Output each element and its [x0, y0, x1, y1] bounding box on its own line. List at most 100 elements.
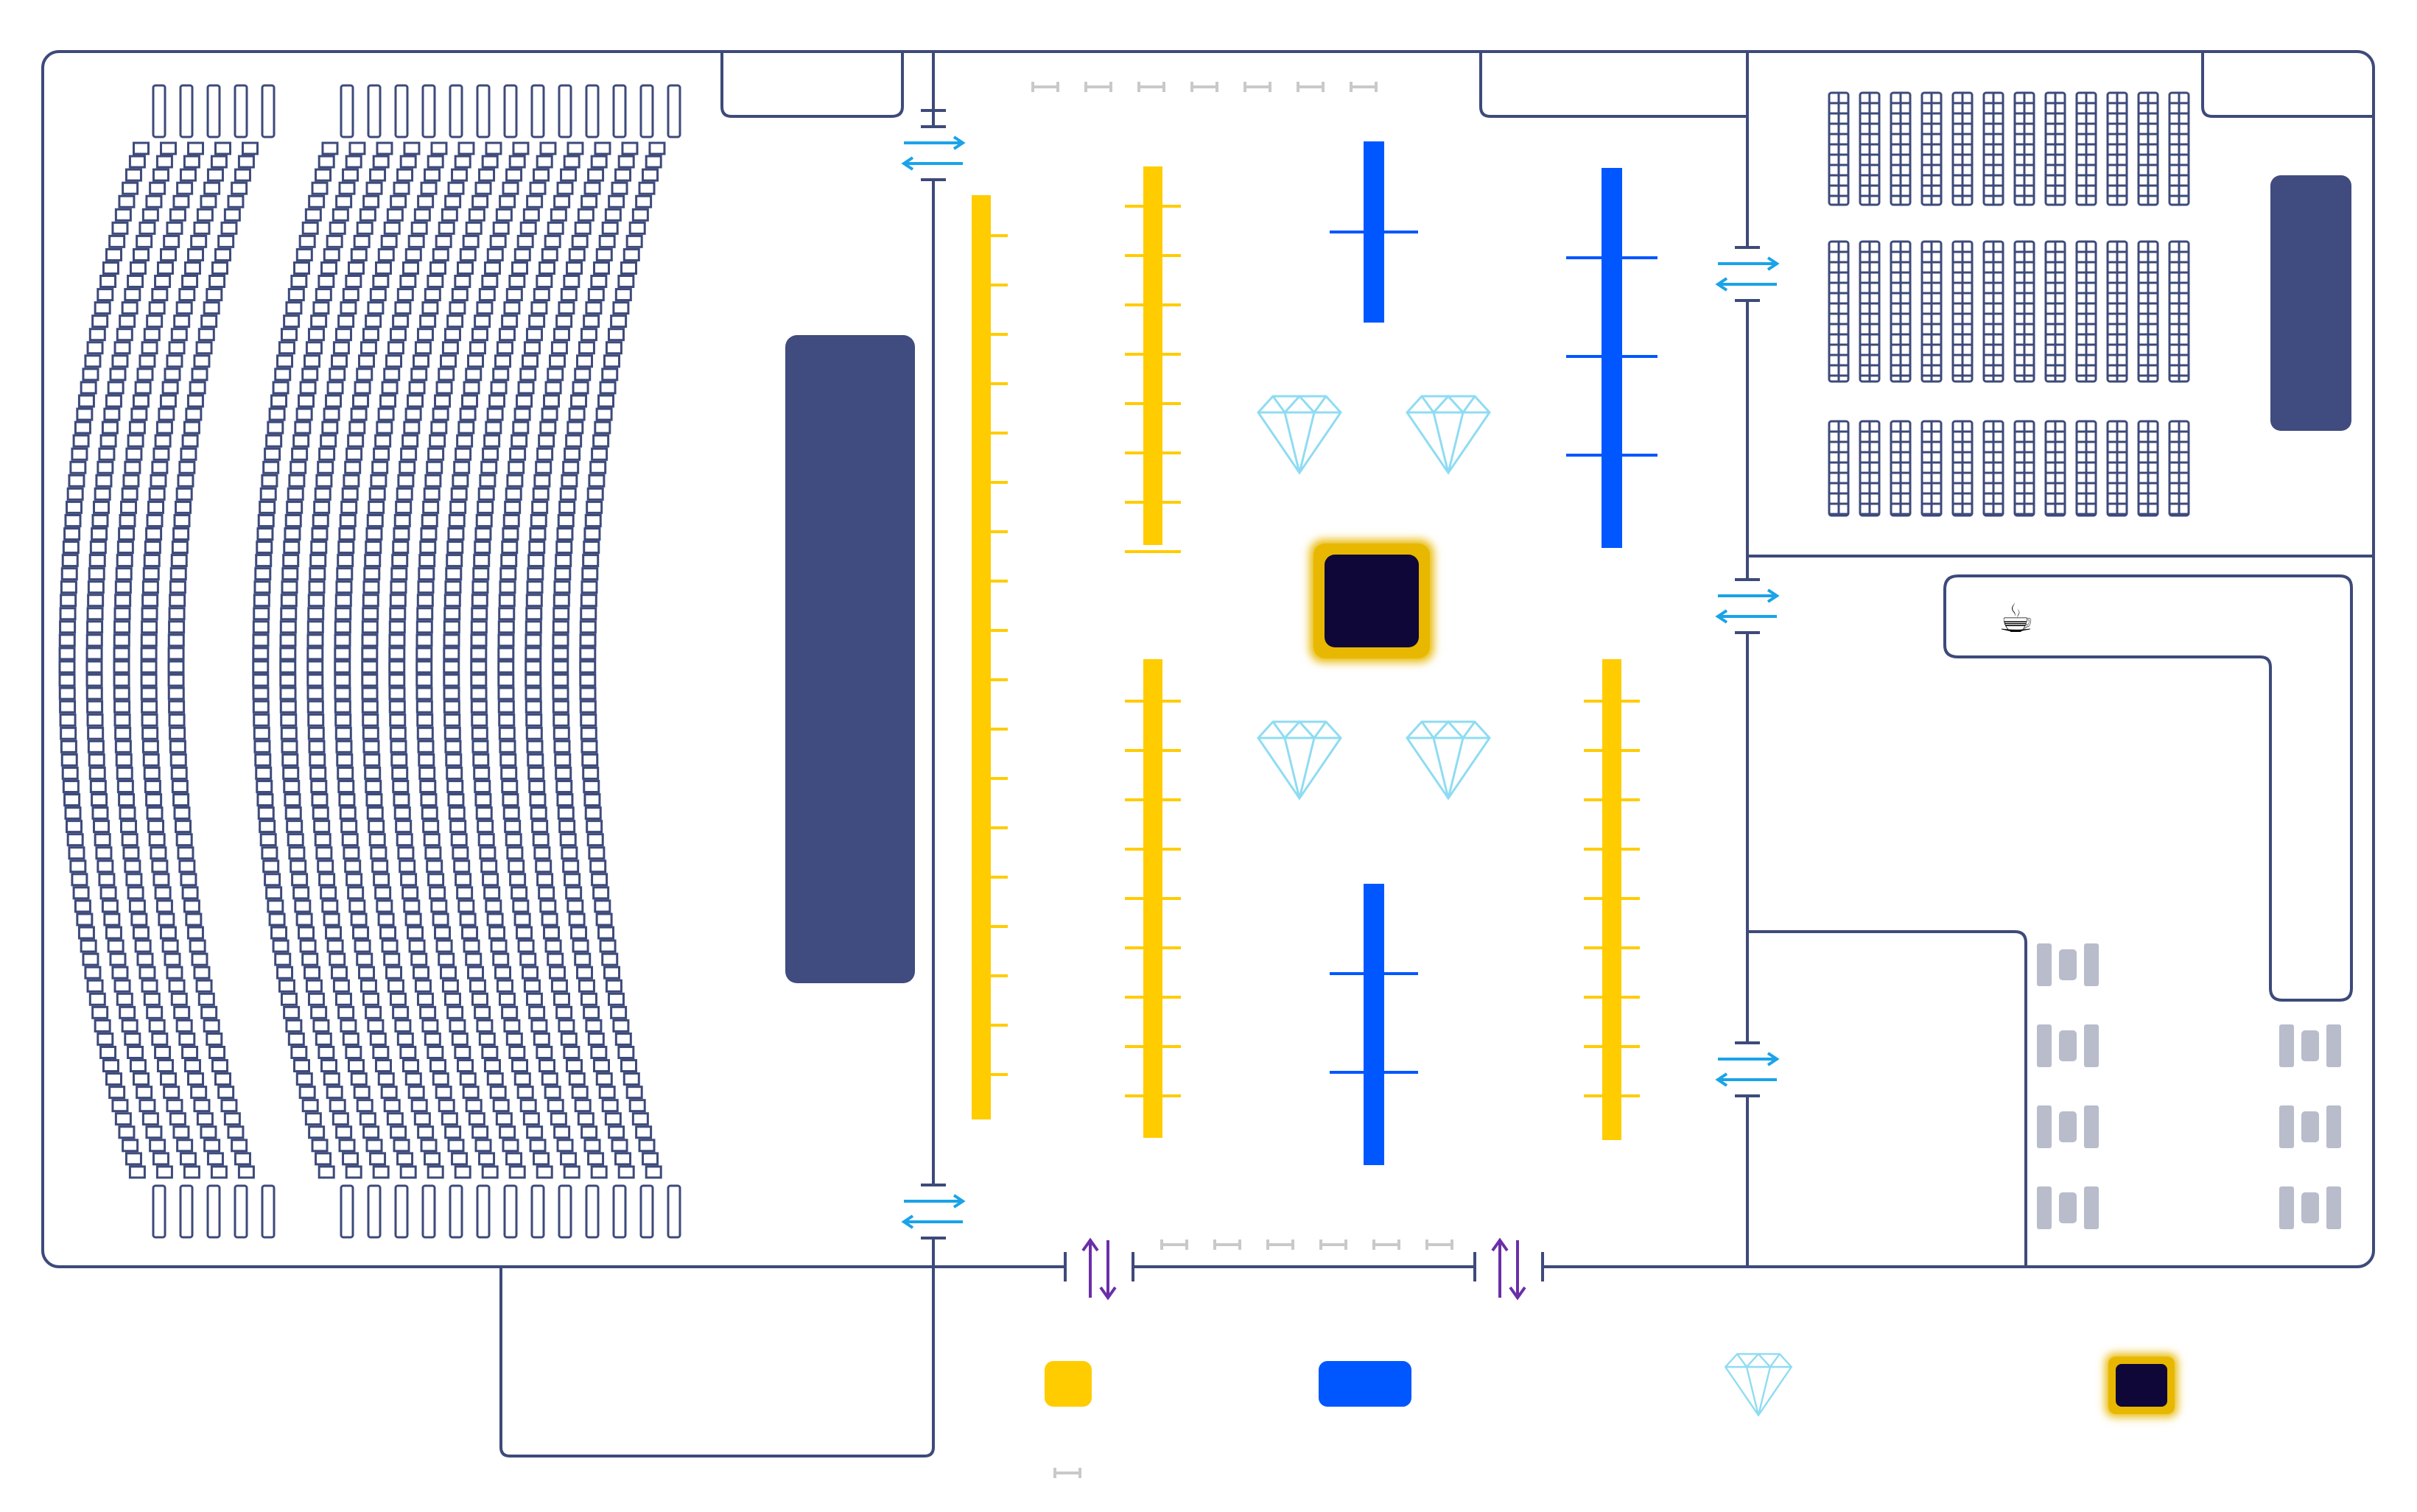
stanchion-barrier-icon	[1372, 1240, 1400, 1250]
chair	[424, 1152, 441, 1166]
chair	[98, 447, 116, 461]
chair	[538, 261, 555, 275]
chair	[60, 753, 78, 767]
chair	[154, 275, 172, 289]
chair	[483, 261, 501, 275]
chair	[530, 1019, 548, 1033]
chair	[638, 1139, 656, 1153]
chair	[156, 1059, 174, 1073]
chair	[252, 620, 270, 634]
chair	[541, 913, 558, 926]
chair	[262, 460, 280, 474]
chair	[267, 899, 284, 913]
seat-row-end	[612, 84, 627, 138]
chair	[595, 247, 613, 261]
chair	[166, 221, 183, 235]
lounge-chair	[2037, 943, 2099, 986]
chair	[270, 926, 288, 940]
chair	[310, 779, 328, 793]
chair	[595, 407, 613, 421]
chair	[74, 899, 91, 913]
chair	[502, 806, 520, 820]
chair	[290, 1045, 308, 1059]
chair	[141, 979, 158, 993]
chair	[315, 474, 333, 488]
chair	[227, 194, 245, 208]
chair	[280, 594, 298, 608]
chair	[180, 873, 197, 887]
chair	[541, 407, 558, 421]
chair	[267, 421, 284, 435]
chair	[372, 275, 390, 289]
chair	[528, 1005, 546, 1019]
chair	[527, 554, 545, 568]
lounge-chair	[2037, 1186, 2099, 1229]
chair	[446, 541, 464, 555]
chair	[359, 979, 377, 993]
chair	[456, 886, 474, 900]
chair	[497, 673, 515, 687]
chair	[497, 686, 515, 700]
chair	[261, 474, 278, 488]
chair	[88, 766, 106, 780]
chair	[456, 1059, 474, 1073]
chair	[237, 1165, 255, 1179]
chair	[63, 527, 81, 541]
chair	[550, 1112, 567, 1126]
chair	[127, 886, 144, 900]
chair	[584, 806, 602, 820]
chair	[140, 647, 158, 661]
chair	[558, 301, 575, 315]
chair	[86, 700, 104, 714]
chair	[334, 594, 352, 608]
chair	[407, 394, 424, 408]
chair	[173, 806, 191, 820]
chair	[161, 939, 179, 953]
chair	[477, 487, 495, 501]
chair	[220, 1099, 238, 1113]
featured-display	[1310, 540, 1434, 662]
chair	[614, 1152, 632, 1166]
chair	[404, 1072, 422, 1086]
seat-row-end	[152, 84, 166, 138]
chair	[311, 181, 329, 195]
chair	[152, 873, 170, 887]
chair	[451, 1032, 469, 1046]
seat-row-end	[234, 84, 248, 138]
chair	[459, 407, 477, 421]
chair	[338, 181, 356, 195]
chair	[407, 234, 425, 248]
chair	[154, 886, 172, 900]
chair	[136, 952, 154, 966]
chair	[140, 673, 158, 687]
seat-row-end	[530, 84, 545, 138]
chair	[583, 793, 601, 807]
chair	[533, 288, 550, 302]
seat-row-end	[234, 1184, 248, 1239]
chair	[554, 753, 572, 767]
seat-row-end	[585, 1184, 600, 1239]
lounge-chair	[2037, 1105, 2099, 1148]
chair	[148, 301, 166, 315]
chair	[589, 460, 607, 474]
chair	[315, 168, 332, 182]
chair	[388, 633, 406, 647]
seat-row-end	[639, 1184, 654, 1239]
chair	[159, 394, 177, 408]
chair	[339, 806, 357, 820]
chair	[113, 713, 131, 727]
chair	[578, 341, 595, 355]
chair	[424, 846, 442, 860]
chair	[186, 247, 204, 261]
chair	[313, 500, 331, 514]
chair	[116, 779, 134, 793]
chair	[469, 341, 486, 355]
chair	[485, 899, 502, 913]
chair	[348, 141, 366, 155]
chair	[58, 660, 76, 674]
chair	[432, 1072, 449, 1086]
chair	[403, 141, 421, 155]
chair	[374, 1059, 392, 1073]
chair	[421, 513, 438, 527]
chair	[415, 633, 433, 647]
